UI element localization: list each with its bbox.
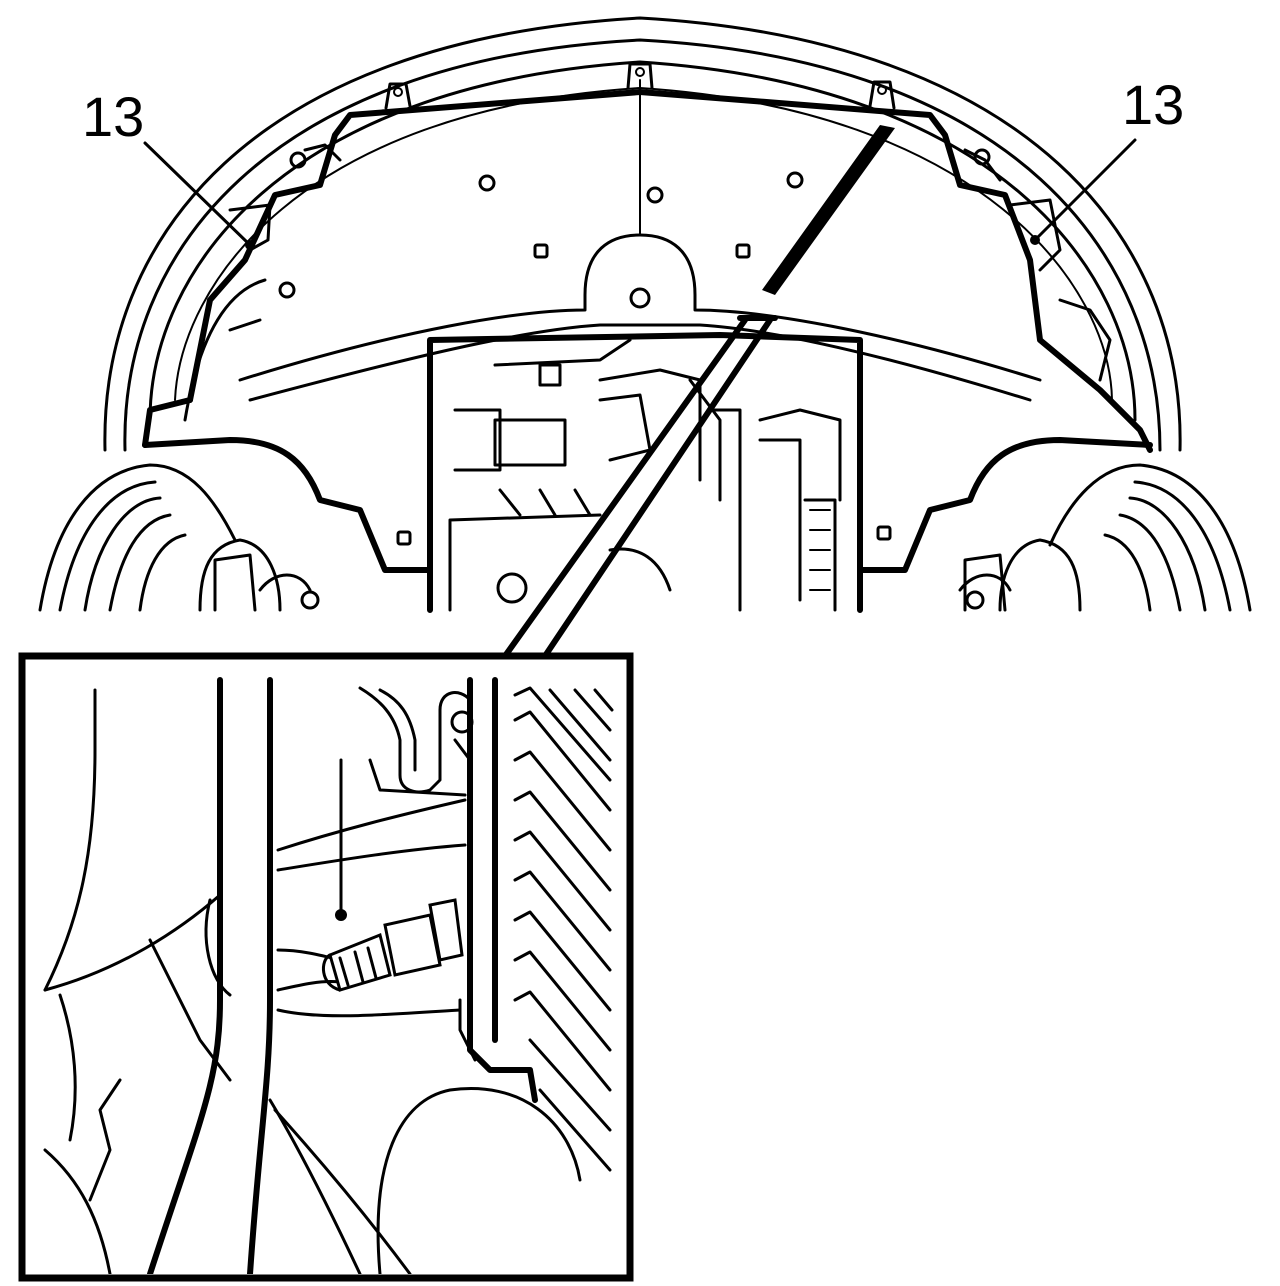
- callout-13-right: 13: [1122, 73, 1184, 136]
- detail-inset: [18, 652, 634, 1282]
- zoom-leader: [502, 125, 895, 659]
- right-wheel: [958, 463, 1252, 612]
- connector-14: [321, 898, 464, 992]
- bumper-lower-edge: [142, 437, 1153, 573]
- bumper-outline: [103, 16, 1182, 452]
- left-wheel: [38, 463, 320, 612]
- fender-liners: [183, 143, 1112, 422]
- leader-lines-13: [143, 138, 1137, 250]
- car-underside-view: [38, 16, 1252, 659]
- radiator-fins: [513, 686, 614, 1172]
- engine-bay: [427, 332, 863, 613]
- callout-13-left: 13: [82, 85, 144, 148]
- splash-shield-panel: [142, 62, 1153, 453]
